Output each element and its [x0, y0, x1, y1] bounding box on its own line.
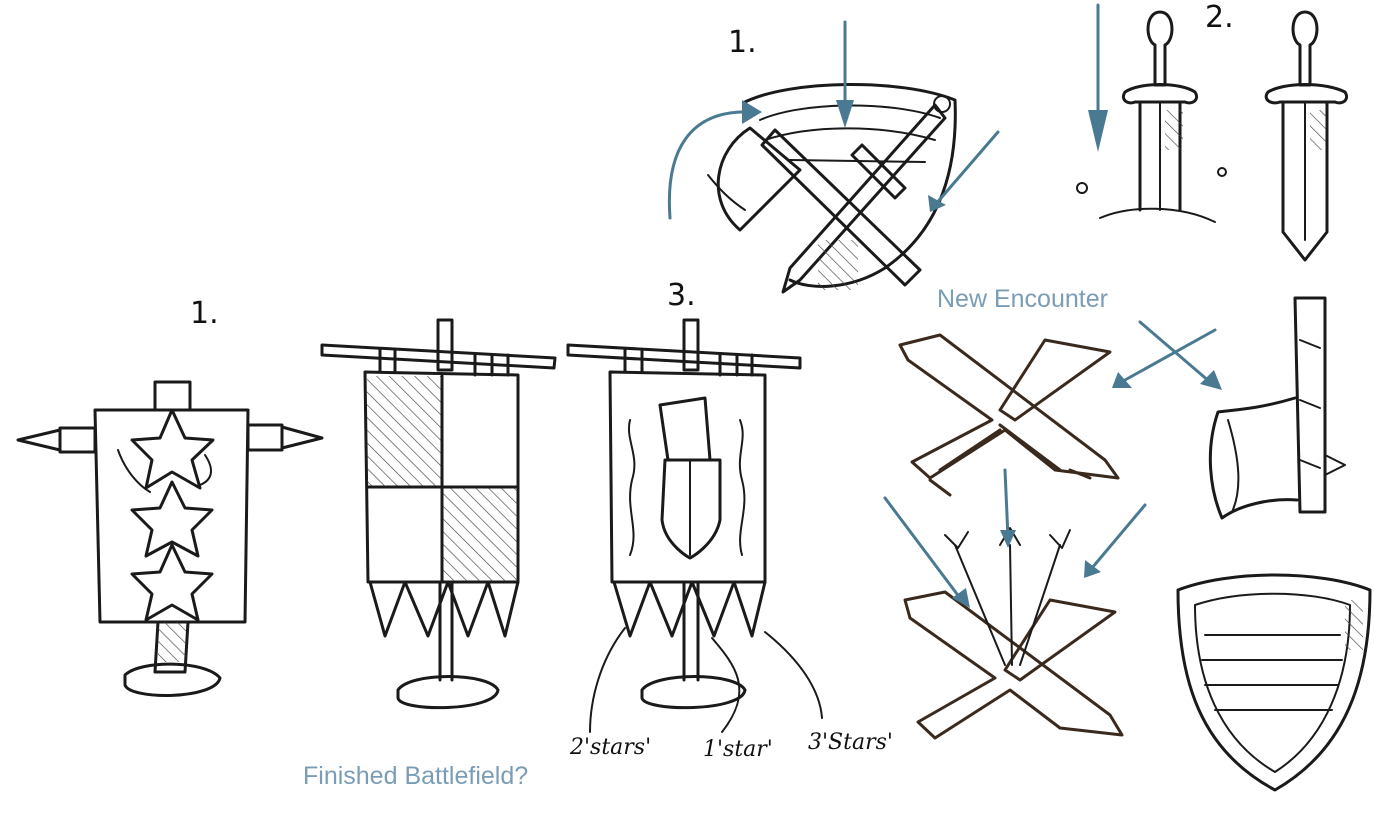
label-number-1-top: 1.	[728, 25, 757, 60]
annotation-arrows-bottom	[883, 468, 1147, 608]
striped-shield-sketch	[1176, 573, 1372, 792]
axe-sketch	[1208, 296, 1346, 520]
label-number-1-left: 1.	[190, 296, 219, 331]
label-new-encounter: New Encounter	[937, 285, 1108, 313]
logs-with-arrows-sketch	[903, 527, 1124, 740]
label-number-3: 3.	[667, 278, 696, 313]
crossed-logs-sketch	[898, 333, 1120, 497]
annotation-arrows-encounter	[1112, 320, 1222, 390]
annotation-arrows-top	[667, 20, 1000, 220]
sword-upright-sketch	[1264, 10, 1349, 262]
quartered-banner-sketch	[320, 318, 557, 710]
label-two-stars: 2'stars'	[570, 735, 652, 760]
label-one-star: 1'star'	[703, 737, 773, 762]
sword-in-ground-sketch	[1076, 10, 1227, 223]
label-number-2: 2.	[1205, 0, 1234, 35]
label-three-stars: 3'Stars'	[808, 730, 893, 755]
crossed-weapons-shield-sketch	[707, 82, 957, 294]
star-banner-sketch	[16, 380, 324, 697]
label-finished-battlefield: Finished Battlefield?	[303, 762, 529, 790]
annotation-arrow-down	[1088, 3, 1108, 152]
crest-banner-sketch	[566, 318, 823, 733]
